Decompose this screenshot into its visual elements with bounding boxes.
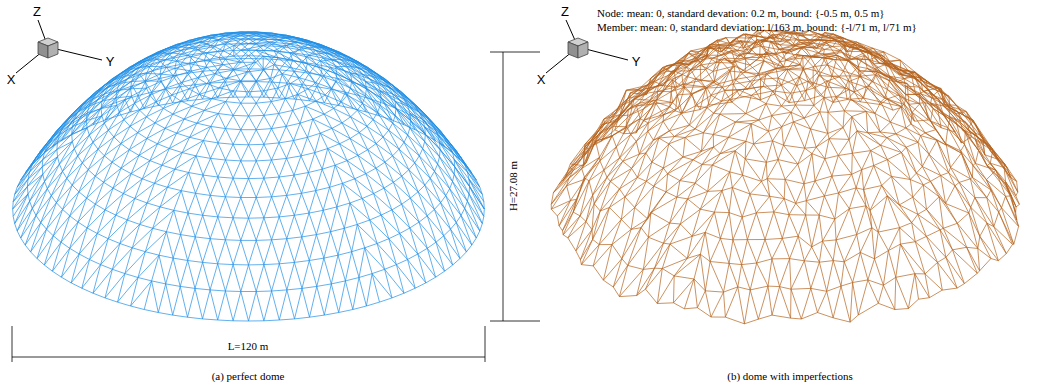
axis-label: Y [632,55,641,69]
caption-label: (b) dome with imperfections [727,370,853,382]
axis-label: Y [106,55,115,69]
imperfection-note: Member: mean: 0, standard deviation: l/1… [597,21,917,33]
imperfection-note: Node: mean: 0, standard devation: 0.2 m,… [597,7,885,19]
dimension-label: H=27.08 m [507,161,519,211]
axis-cube [568,38,588,58]
axis-triad [16,20,102,73]
axis-label: Z [33,5,41,19]
axis-label: X [7,73,16,87]
axis-label: X [537,73,546,87]
caption-label: (a) perfect dome [212,370,285,382]
perfect-dome-mesh [13,32,485,321]
axis-label: Z [561,5,569,19]
axis-cube [38,38,58,58]
imperfect-dome-mesh [551,30,1019,323]
dimension-label: L=120 m [228,340,269,352]
